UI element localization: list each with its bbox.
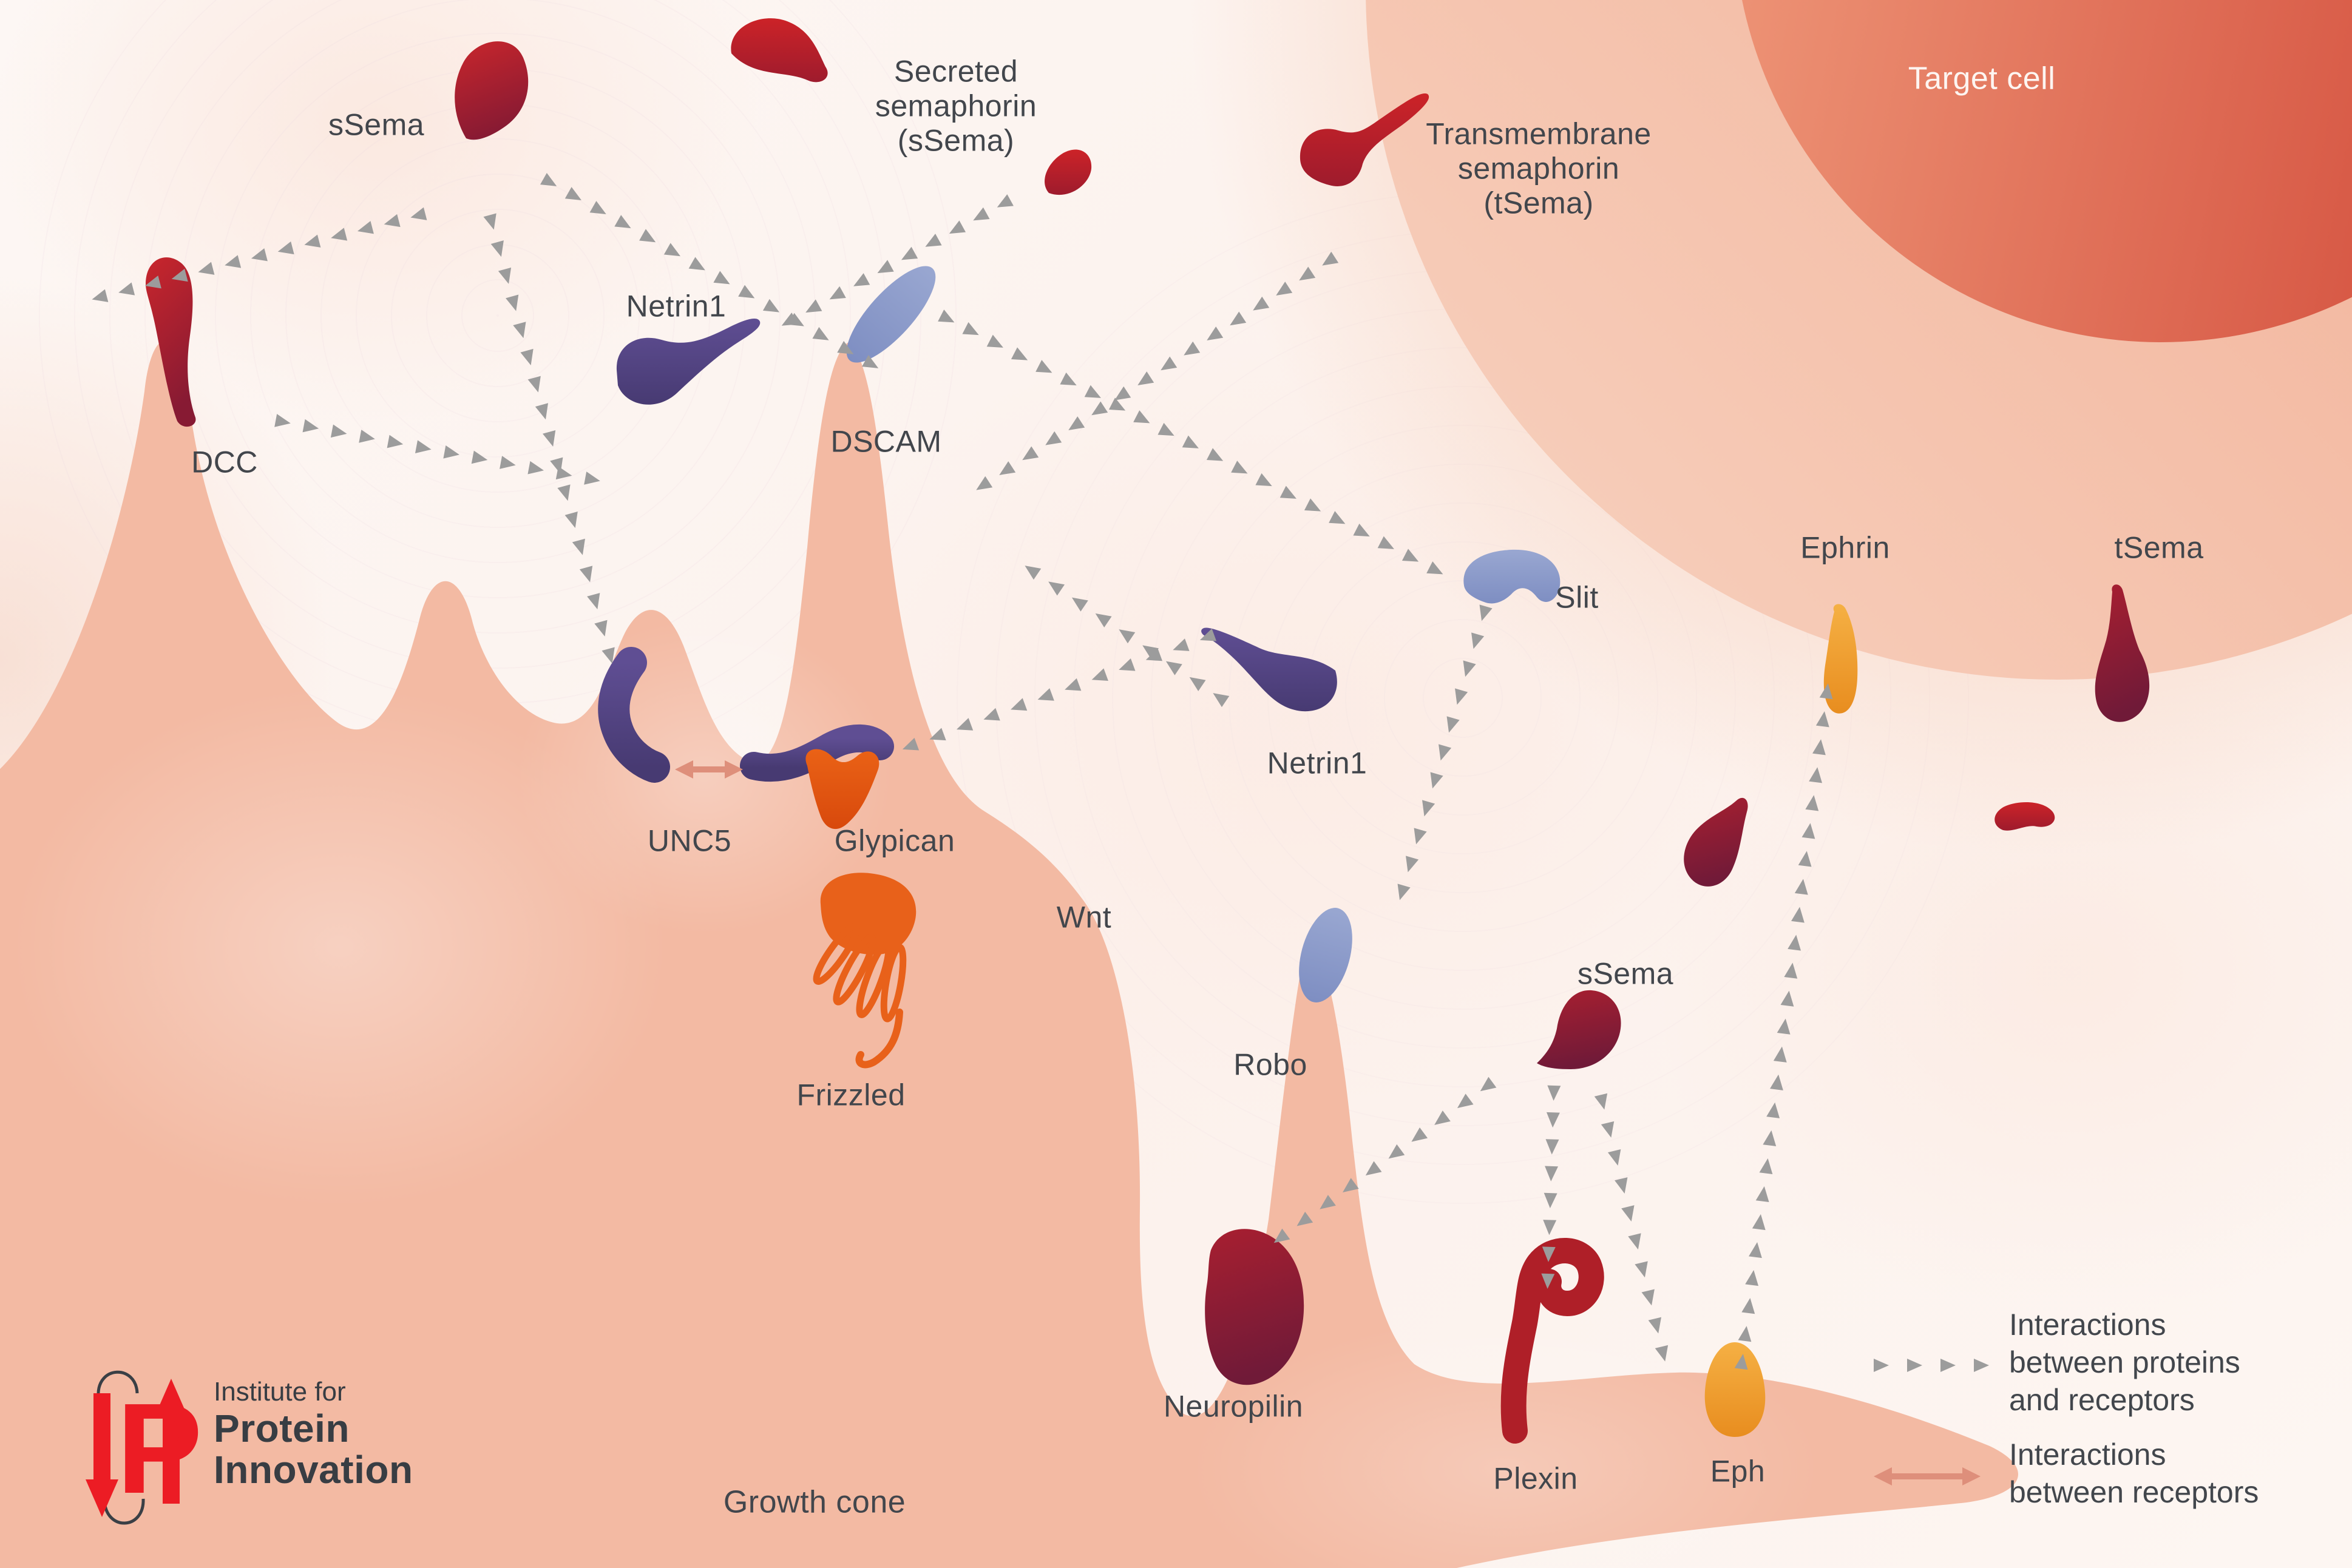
- label-neuropilin: Neuropilin: [1163, 1389, 1304, 1424]
- receptor-link-legend-legend: [1874, 1467, 1981, 1485]
- eph-shape: [1704, 1342, 1766, 1437]
- label-ephrin: Ephrin: [1800, 530, 1890, 565]
- trail-ssema_lower-to-eph: [1594, 1093, 1669, 1362]
- trail-secreted_semaphorin-to-netrin1_left: [781, 194, 1014, 326]
- label-secreted-semaphorin: Secreted semaphorin (sSema): [875, 54, 1037, 158]
- trail-ssema_top-to-dcc: [92, 207, 427, 302]
- trail-dscam-to-slit: [938, 309, 1443, 575]
- label-frizzled: Frizzled: [796, 1078, 906, 1112]
- label-transmembrane-semaphorin: Transmembrane semaphorin (tSema): [1426, 117, 1652, 220]
- label-ssema-lower: sSema: [1577, 956, 1674, 991]
- target-cell-body: [1742, 0, 2352, 342]
- growth-cone-highlight: [12, 686, 668, 1208]
- label-dscam: DSCAM: [830, 424, 942, 459]
- ephrin-shape: [1823, 604, 1858, 714]
- trail-netrin1_mid-to-glypican: [902, 628, 1217, 751]
- unc5-shape: [598, 647, 670, 783]
- label-netrin1-left: Netrin1: [626, 289, 727, 323]
- trail-legend-to-legend: [1874, 1359, 1989, 1372]
- frizzled-shape: [813, 873, 917, 1069]
- wnt-shape: [805, 749, 879, 830]
- secreted-semaphorin-shape: [731, 18, 828, 83]
- glypican-shape: [740, 724, 894, 782]
- transmembrane-semaphorin-shape: [1300, 93, 1429, 186]
- ipi-logo-mark: P: [86, 1370, 202, 1525]
- logo-line-innovation: Innovation: [214, 1448, 413, 1492]
- label-netrin1-mid: Netrin1: [1267, 746, 1367, 780]
- receptor-links: [675, 760, 1981, 1485]
- trail-dcc-to-netrin1_left: [274, 414, 600, 485]
- legend-protein-receptor-text: Interactions between proteins and recept…: [2009, 1308, 2240, 1417]
- trail-ssema_lower-to-plexin: [1541, 1085, 1561, 1289]
- trail-eph-to-ephrin: [1734, 683, 1833, 1370]
- slit-shape: [1463, 549, 1561, 604]
- ssema-small-right-shape: [1994, 802, 2055, 831]
- neuropilin-shape: [1205, 1229, 1304, 1385]
- ipi-logo-monogram: P: [117, 1376, 202, 1520]
- robo-shape: [1299, 908, 1352, 1002]
- label-tsema-right: tSema: [2114, 530, 2204, 565]
- ssema-top-shape: [455, 41, 529, 140]
- interaction-trails: [92, 173, 1989, 1372]
- growth-cone-highlight: [1190, 1317, 1821, 1568]
- label-ssema-top: sSema: [328, 107, 425, 142]
- trail-ssema_lower-to-neuropilin: [1273, 1076, 1497, 1243]
- logo-line-protein: Protein: [214, 1407, 350, 1450]
- label-glypican: Glypican: [834, 823, 955, 858]
- label-unc5: UNC5: [647, 823, 732, 858]
- label-dcc: DCC: [191, 445, 258, 479]
- label-target-cell: Target cell: [1908, 61, 2056, 96]
- dcc-shape: [146, 257, 196, 427]
- label-eph: Eph: [1710, 1454, 1766, 1489]
- trail-netrin1_mid-to-dscam: [1025, 566, 1230, 708]
- ipi-logo-text: Institute for Protein Innovation: [214, 1376, 413, 1490]
- tsema-right-shape: [2095, 584, 2150, 722]
- trail-transmembrane_semaphorin-to-netrin1_left: [976, 251, 1339, 490]
- trail-slit-to-robo: [1397, 604, 1493, 901]
- label-plexin: Plexin: [1493, 1461, 1578, 1496]
- trail-ssema_top-to-unc5: [483, 213, 615, 664]
- label-wnt: Wnt: [1056, 900, 1112, 934]
- secreted-semaphorin-small-shape: [1045, 149, 1092, 195]
- receptor-link-unc5-glypican: [675, 760, 743, 779]
- label-robo: Robo: [1233, 1047, 1307, 1082]
- netrin1-left-shape: [616, 319, 761, 405]
- ssema-lower-shape: [1537, 990, 1621, 1069]
- dscam-shape: [846, 266, 936, 363]
- legend-receptor-receptor-text: Interactions between receptors: [2009, 1438, 2259, 1509]
- growth-cone-body: [0, 340, 2018, 1568]
- netrin1-mid-shape: [1201, 627, 1337, 712]
- label-growth-cone: Growth cone: [723, 1484, 906, 1520]
- label-slit: Slit: [1555, 580, 1599, 615]
- logo-line-institute: Institute for: [214, 1377, 346, 1407]
- ssema-floating-shape: [1684, 797, 1748, 887]
- trail-ssema_top-to-dscam: [540, 173, 879, 368]
